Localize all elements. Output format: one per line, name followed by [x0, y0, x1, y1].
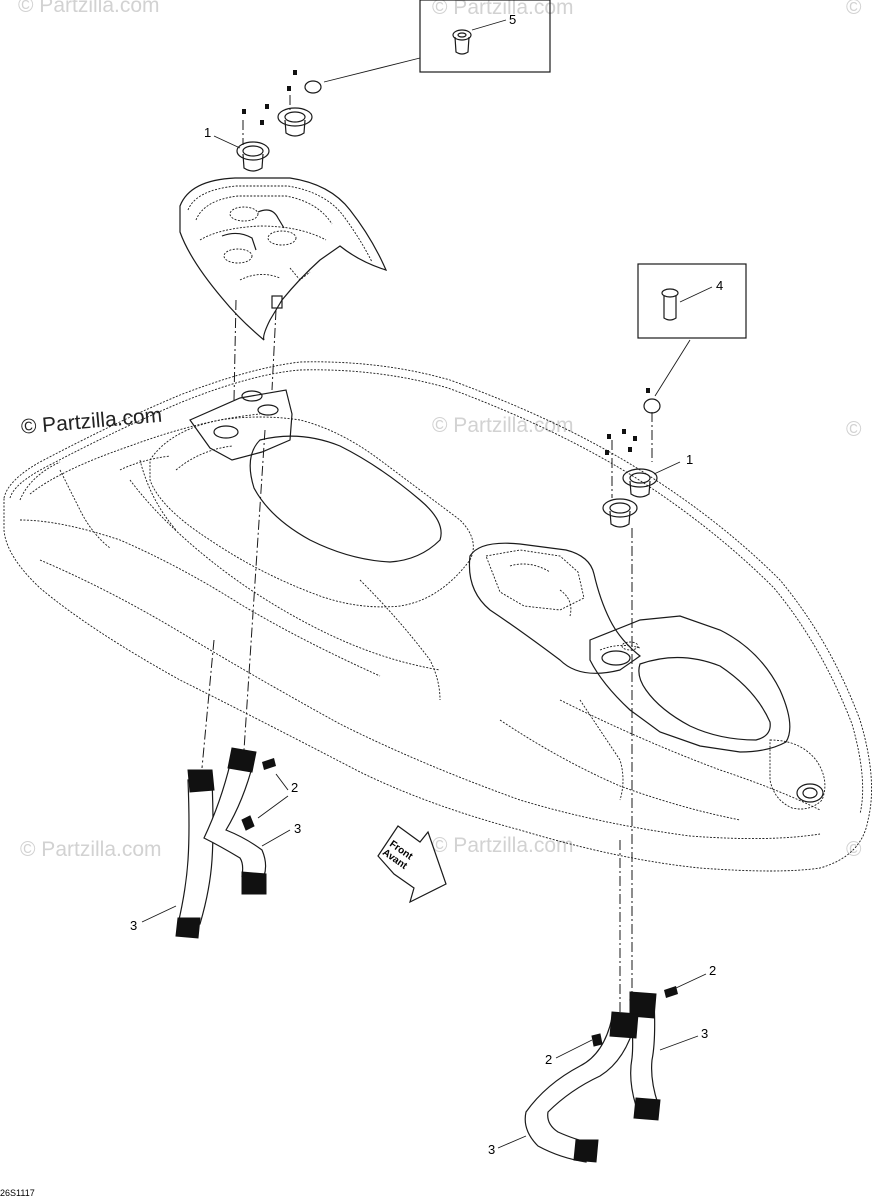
callout-part-2: 2 — [545, 1052, 553, 1067]
callout-part-2: 2 — [709, 963, 717, 978]
front-direction-arrow — [377, 825, 447, 904]
callout-part-1: 1 — [686, 452, 694, 467]
callout-part-4: 4 — [716, 278, 724, 293]
drain-hose-right-1 — [629, 991, 661, 1121]
rear-deck-cover — [179, 177, 388, 341]
leader-line — [654, 339, 691, 397]
detail-box-part-5 — [419, 0, 551, 73]
callout-part-5: 5 — [509, 12, 517, 27]
watermark: © — [846, 0, 862, 19]
watermark: © — [846, 418, 862, 441]
hose-clamp-left — [241, 758, 276, 831]
grommet-top-right — [277, 107, 313, 137]
callout-part-3: 3 — [294, 821, 302, 836]
alignment-lines — [201, 95, 653, 1016]
callout-part-1: 1 — [204, 125, 212, 140]
callout-part-3: 3 — [701, 1026, 709, 1041]
grommet-right-lower — [602, 498, 638, 528]
watermark: © Partzilla.com — [18, 0, 160, 17]
watermark: © Partzilla.com — [432, 0, 574, 19]
grommet-part-1-top — [236, 141, 270, 172]
callout-part-3: 3 — [488, 1142, 496, 1157]
watermark: © Partzilla.com — [20, 838, 162, 861]
callout-part-2: 2 — [291, 780, 299, 795]
callout-leaders — [141, 135, 707, 1149]
detail-box-part-4 — [637, 263, 747, 339]
fastener-group-top — [242, 70, 322, 125]
hull-deck-assembly — [3, 361, 873, 872]
watermark: © Partzilla.com — [432, 834, 574, 857]
grommet-part-1-right — [622, 468, 658, 498]
hose-clamp-right — [591, 986, 678, 1047]
figure-code: 26S1117 — [0, 1188, 35, 1198]
callout-part-3: 3 — [130, 918, 138, 933]
drain-hose-left-2 — [203, 747, 267, 895]
leader-line — [323, 57, 421, 83]
drain-hose-left-1 — [175, 769, 215, 939]
drain-hose-right-2 — [524, 1011, 639, 1163]
watermark: © Partzilla.com — [432, 414, 574, 437]
